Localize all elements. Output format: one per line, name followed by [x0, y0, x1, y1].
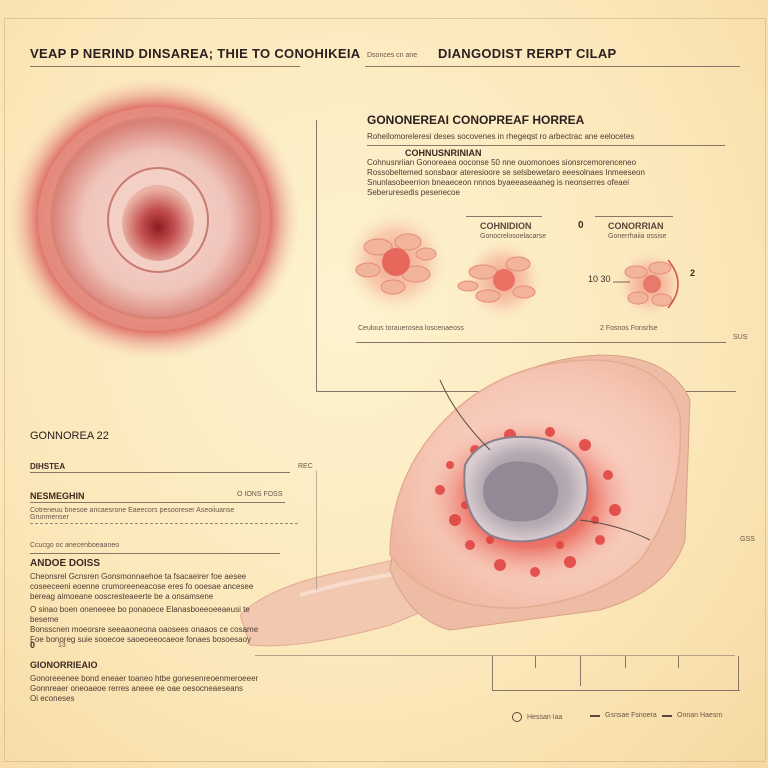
right-panel-rule	[367, 145, 725, 146]
legend-label: Gsnsae Fsnoera	[605, 712, 657, 719]
para-line: coseeceeni eoenne crumoreeneacose eres f…	[30, 582, 254, 591]
scale-tick	[580, 656, 581, 686]
left-marker: 0	[30, 640, 36, 650]
figure-footnote-far: SUS	[733, 334, 748, 341]
left-guide-vertical	[316, 470, 317, 590]
label-a: DIHSTEA	[30, 462, 66, 471]
header-right-title: DIANGODIST RERPT CILAP	[438, 46, 617, 61]
left-guide-dashed	[30, 523, 300, 524]
label-a-rule	[30, 472, 290, 473]
bottom-scale-line	[492, 690, 740, 691]
line-c-rule	[30, 553, 280, 554]
page-frame	[4, 18, 766, 762]
figure-footnote-left: Ceulous torauerosea loscenaeoss	[358, 325, 464, 332]
legend-line-icon	[662, 714, 672, 717]
legend-item-2: Gsnsae Fsnoera	[590, 712, 657, 719]
legend-label: Onnan Haesrn	[677, 712, 723, 719]
scale-tick	[535, 656, 536, 668]
header-left-rule	[30, 66, 300, 67]
paragraph-2: O sinao boen oneneeee bo ponaoece Elanas…	[30, 605, 260, 645]
figure-marker-2: 10 30	[588, 274, 611, 284]
label-b-right: O IONS FOSS	[237, 491, 283, 498]
para-line: Seberuresedis pesenecoe	[367, 188, 460, 197]
figure-marker-3: 2	[690, 268, 696, 278]
legend-item-1: Hessan Iaa	[512, 712, 562, 722]
cross-section-illustration	[8, 78, 300, 360]
header-right-small: Dsonces cn ane	[367, 52, 418, 59]
para-line: Cohnusnriian Gonoreaea ooconse 50 nne ou…	[367, 158, 637, 167]
scale-tick	[738, 656, 739, 690]
label-b: NESMEGHIN	[30, 491, 85, 501]
bacteria-cluster-figures	[344, 212, 684, 320]
para-line: bereag aimoeane ooscresteaeerte be a ons…	[30, 592, 214, 601]
frame-vertical-line	[316, 120, 317, 392]
figure-title-1: COHNIDION	[480, 221, 532, 231]
para-line: Gonoreeenee bond eneaer toaneo htbe gone…	[30, 674, 259, 683]
para-line: Foe bonoreg suie sooecoe saoeoeeocaeoe f…	[30, 635, 252, 644]
figure-marker: 0	[578, 220, 584, 231]
right-panel-paragraph: Cohnusnriian Gonoreaea ooconse 50 nne ou…	[367, 148, 727, 198]
left-marker-value: 13	[58, 642, 66, 649]
legend-label: Hessan Iaa	[527, 713, 563, 721]
para-line: Oi econeses	[30, 694, 75, 703]
figure-row-rule	[356, 342, 726, 343]
line-c: Ccucgo oc anecenboeaaneo	[30, 542, 120, 549]
section-gionorrieaio: GIONORRIEAIO	[30, 660, 98, 670]
section-andoe: ANDOE DOISS	[30, 558, 101, 569]
label-a-right: REC	[298, 463, 313, 470]
legend-line-icon	[590, 714, 600, 717]
paragraph-1: Cheonsrel Gcnsren Gonsmonnaehoe ta fsaca…	[30, 572, 260, 602]
figure-caption-2: Gonerrhaiia ossise	[608, 233, 667, 240]
paragraph-3: Gonoreeenee bond eneaer toaneo htbe gone…	[30, 674, 260, 704]
figure-footnote-right: 2 Fosnos Fonsrlse	[600, 325, 658, 332]
bottom-rule-top	[255, 655, 735, 656]
figure-title-rule-1	[466, 216, 542, 217]
legend-circle-icon	[512, 712, 522, 722]
para-line: Gonnreaer oneoaeoe rerres aneee ee oae o…	[30, 684, 244, 693]
para-line: Snunlasobeerrion bneaeceon nnnos byaeeas…	[367, 178, 629, 187]
header-right-rule	[365, 66, 740, 67]
scale-tick	[678, 656, 679, 668]
header-left-title: VEAP P NERIND DINSAREA; THIE TO CONOHIKE…	[30, 46, 361, 61]
right-scale-label: GSS	[740, 536, 755, 543]
para-line: Cheonsrel Gcnsren Gonsmonnaehoe ta fsaca…	[30, 572, 247, 581]
para-line: O sinao boen oneneeee bo ponaoece Elanas…	[30, 605, 250, 624]
para-line: Bonsscnen moeorsre seeaaoneona oaosees o…	[30, 625, 259, 634]
scale-tick	[625, 656, 626, 668]
right-panel-intro: Roheilomoreleresi deses socovenes in rhe…	[367, 132, 635, 141]
line-b: Cotreneuu bnesoe ancaesrone Eaeecors pes…	[30, 507, 235, 521]
right-panel-subhead: COHNUSNRINIAN	[405, 148, 482, 158]
label-b-rule	[30, 502, 285, 503]
scale-tick	[492, 656, 493, 690]
para-line: Rossobeltemed sonsbaor ateresioore se se…	[367, 168, 645, 177]
figure-caption-1: Gonocrelosoelacarse	[480, 233, 547, 240]
tissue-lesion-illustration	[240, 354, 691, 647]
right-panel-title: GONONEREAI CONOPREAF HORREA	[367, 113, 585, 127]
legend-item-3: Onnan Haesrn	[662, 712, 723, 719]
figure-title-rule-2	[595, 216, 673, 217]
figure-title-2: CONORRIAN	[608, 221, 664, 231]
left-panel-title: GONNOREA 22	[30, 430, 109, 442]
